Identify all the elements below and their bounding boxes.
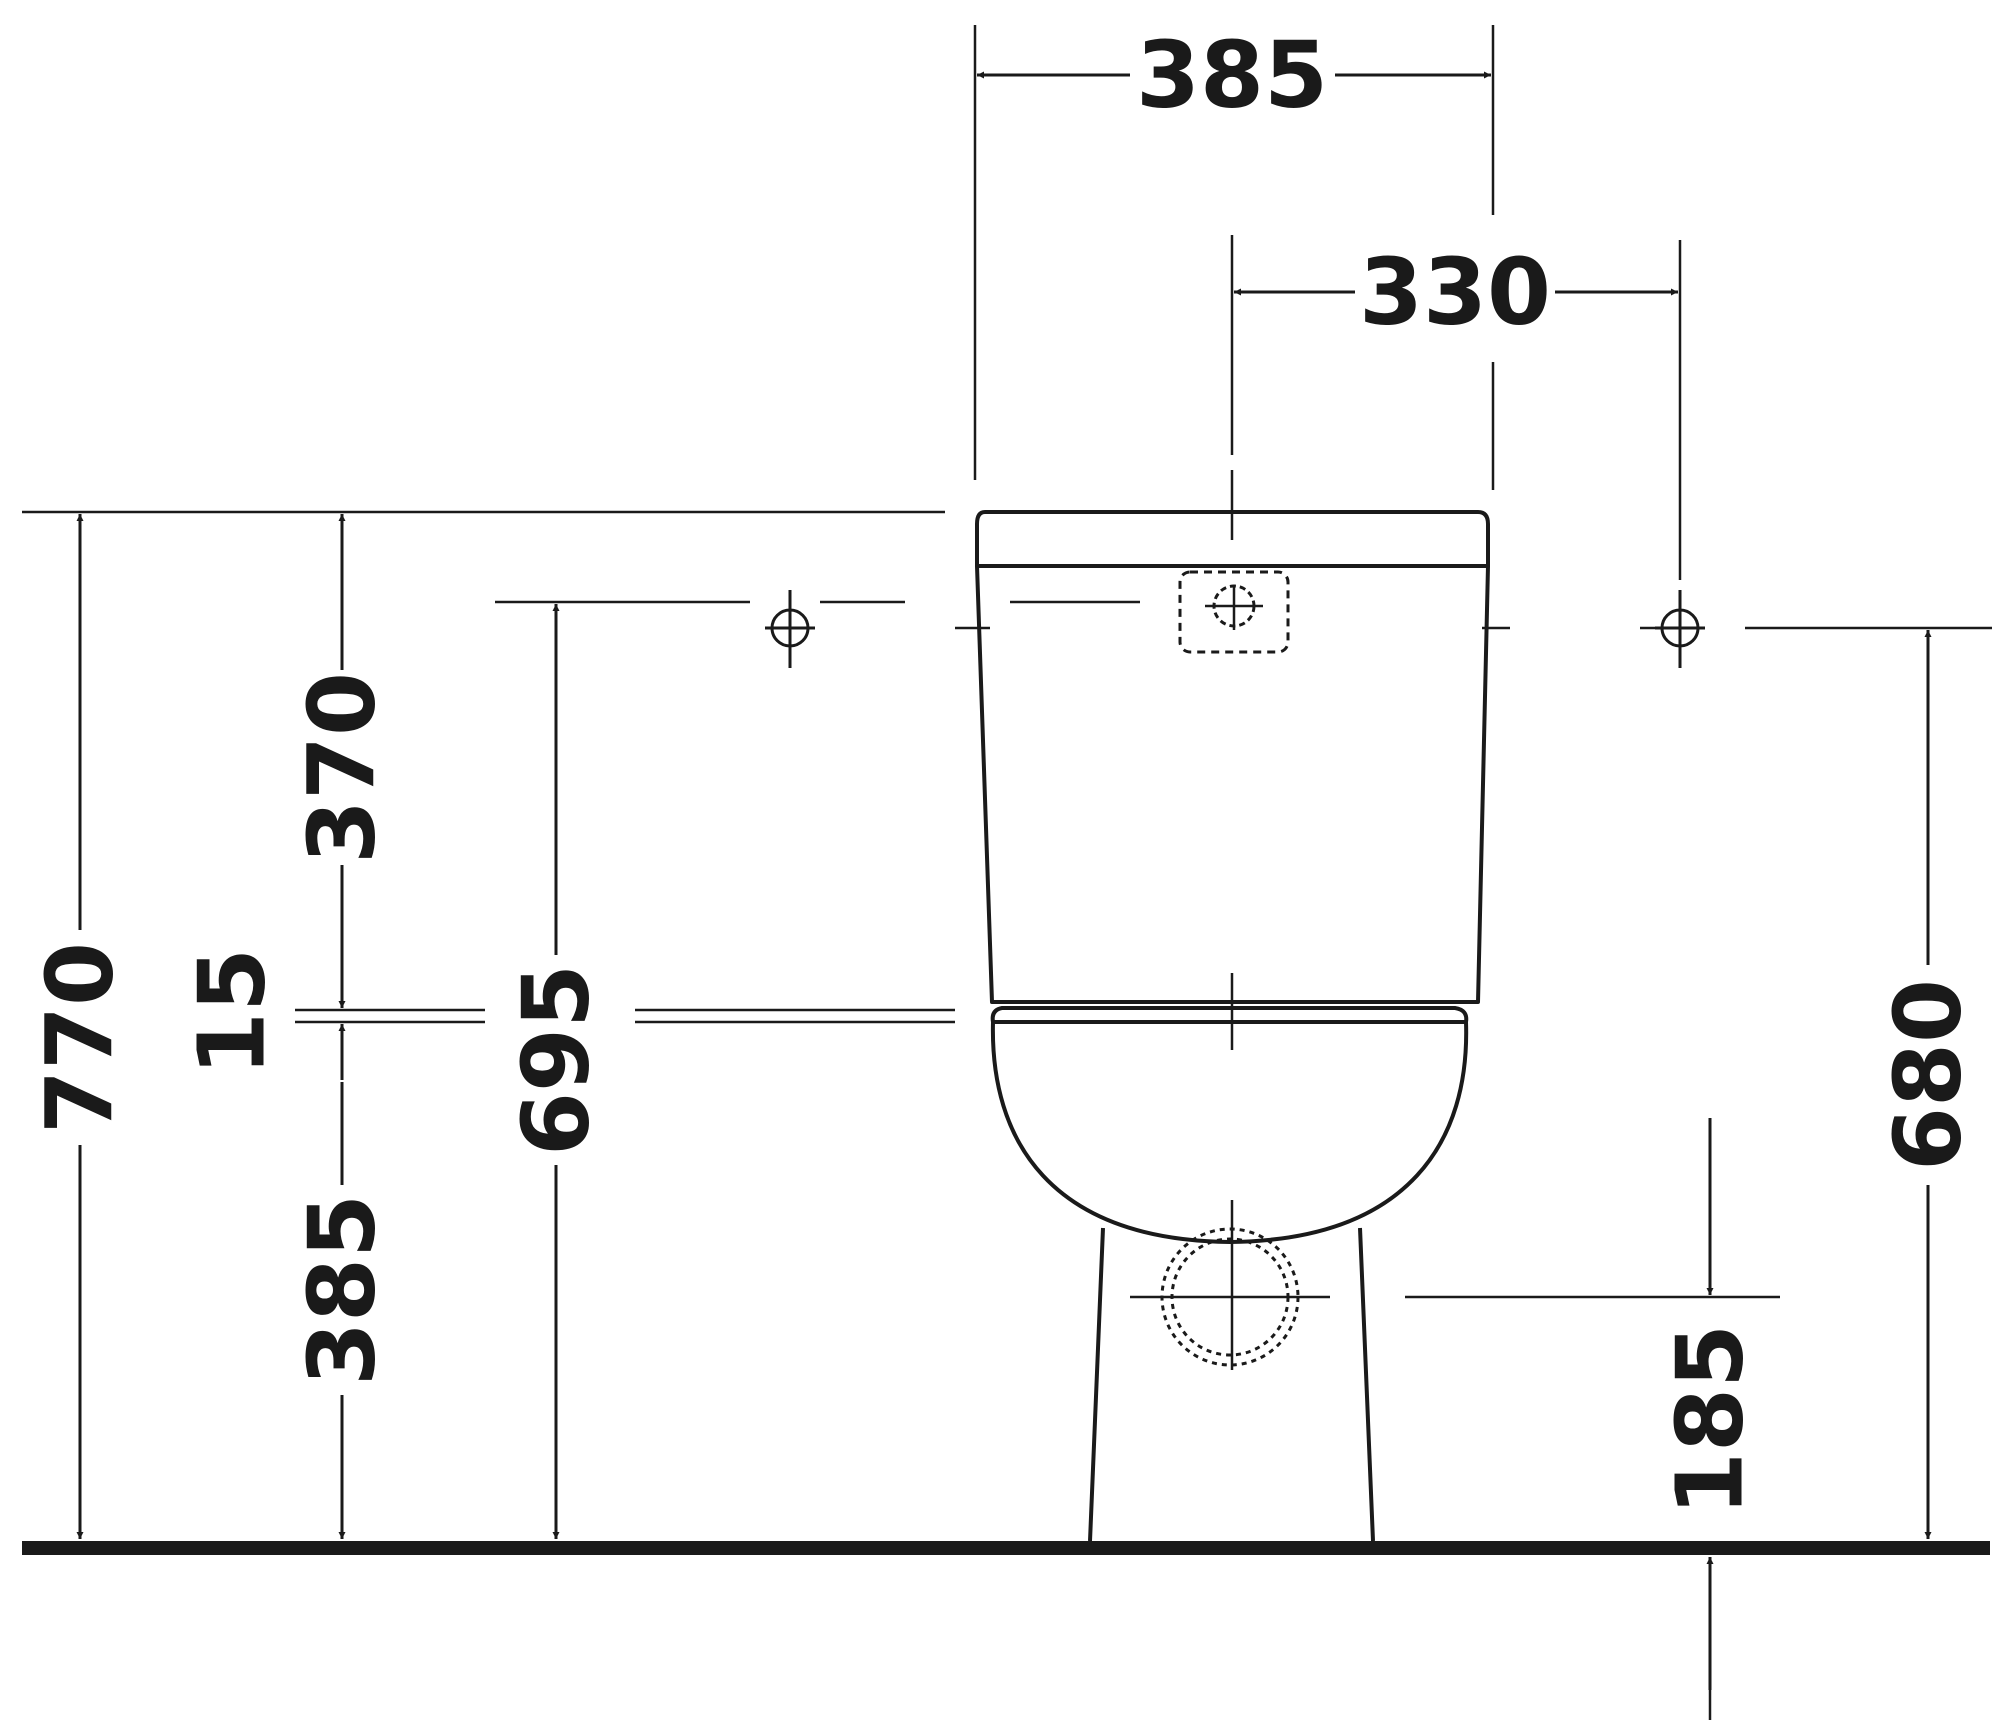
bowl: [990, 1020, 1469, 1244]
seat-rim: [990, 1006, 1469, 1024]
fixing-hole-left: [765, 590, 815, 668]
dim-label-tank-width: 385: [1136, 22, 1328, 129]
dim-label-gap: 15: [179, 948, 286, 1076]
dim-label-fixing-hole-spacing: 330: [1359, 239, 1551, 346]
toilet-outline: [975, 510, 1490, 1542]
fixing-hole-right: [1655, 590, 1705, 668]
pedestal: [1088, 1227, 1375, 1542]
flush-button-outline: [1178, 570, 1290, 654]
floor-line: [22, 1541, 1990, 1555]
dim-label-bowl-rim-height: 385: [289, 1194, 396, 1386]
dim-label-fixing-hole-height: 695: [503, 964, 610, 1156]
dimension-lines: [76, 71, 1932, 1690]
dim-label-tank-height: 370: [289, 672, 396, 864]
dim-label-outlet-height: 185: [1657, 1324, 1764, 1516]
dim-label-overall-height: 770: [27, 942, 134, 1134]
dim-label-water-inlet-height: 680: [1875, 979, 1982, 1171]
cistern-body: [975, 564, 1490, 1004]
